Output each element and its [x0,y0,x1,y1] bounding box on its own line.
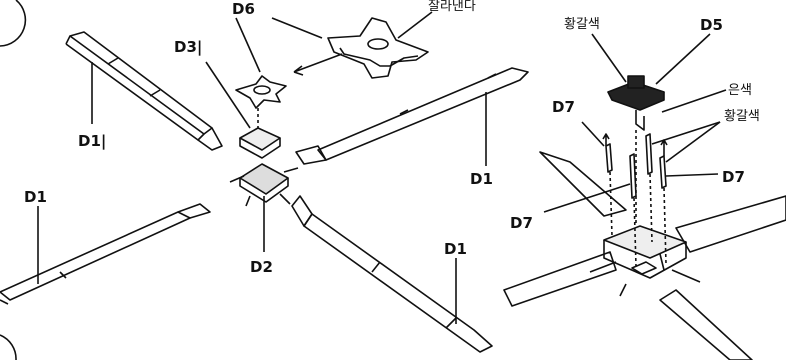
label-d7-right: D7 [722,168,745,186]
label-d5: D5 [700,16,723,34]
rotor-hub-d2 [229,163,299,207]
cross-part-d6-large [327,17,429,79]
label-d3: D3| [174,38,202,57]
label-silver: 은색 [728,83,752,98]
cross-part-d6-small [235,75,287,109]
hub-cap-d3 [239,108,281,159]
leader-brown-right-2 [665,121,721,163]
rotor-blade-bottom-left [0,203,211,305]
label-brown-right: 황갈색 [724,109,760,124]
leader-d7-top [581,121,605,147]
leader-d6-right [271,17,323,39]
top-cap-d5 [607,75,665,226]
label-d1-top-left: D1| [78,132,106,151]
label-d2: D2 [250,258,273,276]
leader-silver [661,89,727,113]
leader-brown-right-1 [651,121,721,145]
label-cut-note: 잘라낸다 [428,0,476,14]
pin-d7-2 [629,153,637,267]
step-circle-top [0,0,27,47]
leader-d5 [655,33,711,85]
rotor-blade-right-lower [503,251,753,360]
label-d1-bottom: D1 [444,240,467,258]
leader-brown-top [591,33,627,83]
arrow-up-2 [660,139,668,156]
label-d1-right: D1 [470,170,493,188]
label-d1-left: D1 [24,188,47,206]
leader-d7-left [543,183,631,213]
leader-d7-right [665,173,719,177]
arrow-up-1 [602,133,610,146]
leader-d6-left [235,17,261,73]
pin-d7-4 [659,155,667,265]
rotor-blade-bottom-right [291,195,493,353]
rotor-blade-top-right [295,67,529,165]
rotor-blade-top-left [65,31,223,151]
step-circle-bottom [0,334,17,360]
label-d6: D6 [232,0,255,18]
label-d7-left: D7 [510,214,533,232]
leader-cut-arrow [293,53,343,76]
label-d7-top: D7 [552,98,575,116]
leader-cut-note [397,11,433,39]
label-brown-top: 황갈색 [564,17,600,32]
pin-d7-1 [605,143,613,237]
pin-d7-3 [645,133,653,243]
leader-d3 [205,61,251,129]
